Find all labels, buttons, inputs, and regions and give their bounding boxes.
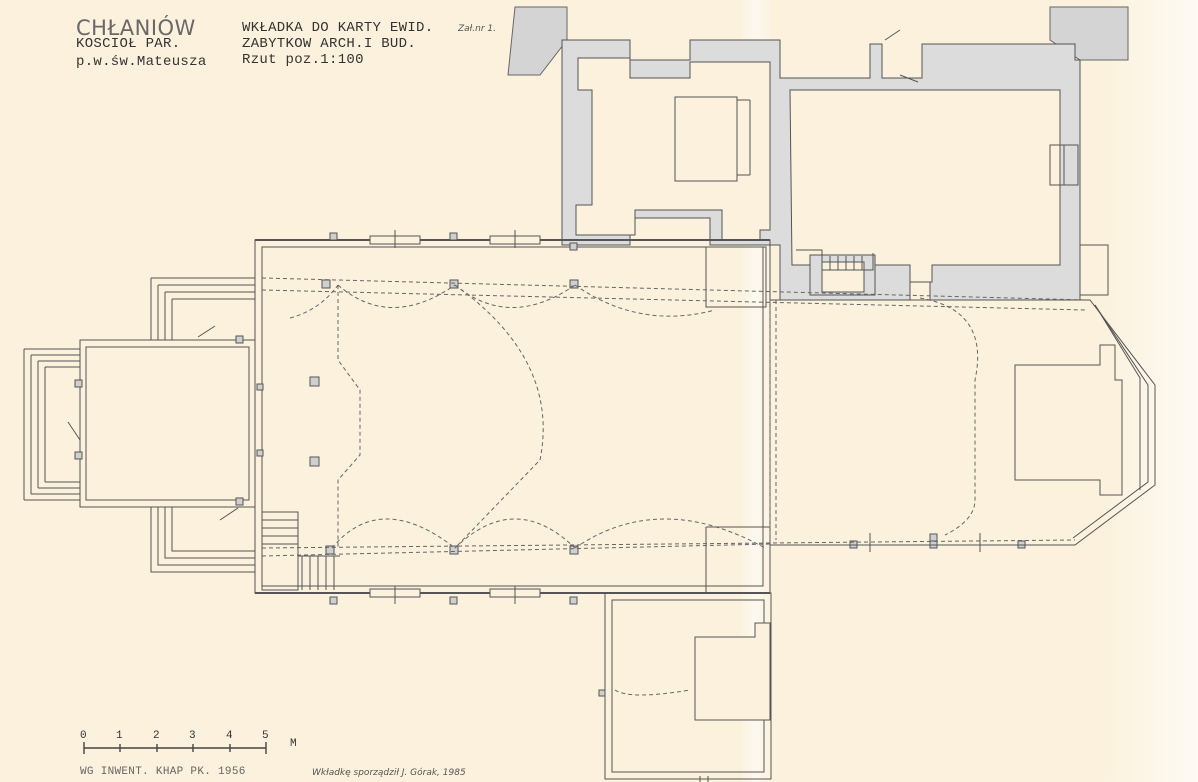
church-dedication: p.w.św.Mateusza [76,54,207,70]
card-title-line2: ZABYTKOW ARCH.I BUD. [242,36,417,52]
scale-tick-label: 1 [116,730,123,742]
scale-tick-label: 3 [189,730,196,742]
west-porch [23,277,256,573]
scale-tick-label: 0 [80,730,87,742]
scale-bar [83,742,267,754]
church-name: KOSCIOŁ PAR. [76,36,181,52]
inventory-note: WG INWENT. KHAP PK. 1956 [80,766,246,778]
scale-tick-label: 2 [153,730,160,742]
scale-tick-label: 5 [262,730,269,742]
scale-unit: M [290,738,297,750]
north-annexe-walls [507,6,1129,308]
south-chapel-walls [604,526,772,782]
vault-projection [261,277,1086,698]
gallery-stairs [261,511,340,591]
card-title-line1: WKŁADKA DO KARTY EWID. [242,20,434,36]
scale-tick-label: 4 [226,730,233,742]
author-note: Wkładkę sporządził J. Górak, 1985 [312,768,466,778]
nave-window-openings [369,230,541,604]
place-name: CHŁANIÓW [76,16,196,40]
wall-pilasters [256,232,1026,697]
chancel-walls [770,299,1156,552]
plan-scale-label: Rzut poz.1:100 [242,52,364,68]
porch-steps [23,277,255,573]
attachment-number: Zał.nr 1. [458,24,496,34]
